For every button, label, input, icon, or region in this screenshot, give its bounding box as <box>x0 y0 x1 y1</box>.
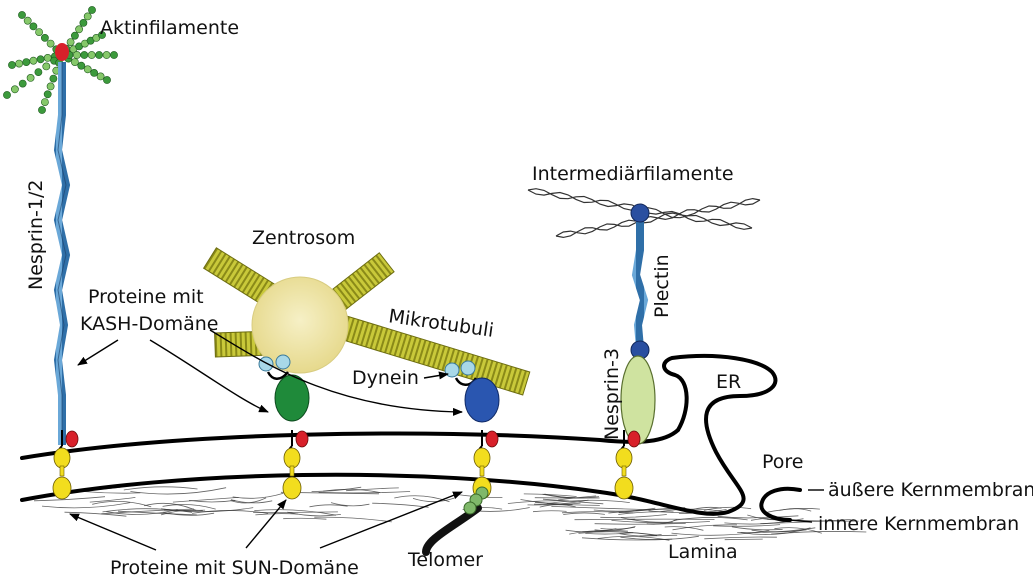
plectin-chain <box>636 218 644 348</box>
actin-bead <box>96 51 103 58</box>
lamina-fiber <box>595 523 686 524</box>
lamina-fiber <box>575 519 636 520</box>
lamina-fiber <box>765 508 820 512</box>
lamina-fiber <box>42 503 130 508</box>
label-intermediarfilamente: Intermediärfilamente <box>532 163 734 185</box>
actin-bead <box>3 91 10 98</box>
label-plectin: Plectin <box>651 254 673 318</box>
actin-bead <box>30 23 37 30</box>
lamina-fiber <box>255 514 298 515</box>
actin-bead <box>44 91 51 98</box>
actin-bead <box>103 51 110 58</box>
label-actin-filaments: Aktinfilamente <box>100 17 239 39</box>
lamina-fiber <box>283 518 326 519</box>
lamina-fiber <box>372 503 428 507</box>
actin-bead <box>71 32 78 39</box>
lamina-fiber <box>665 527 704 531</box>
actin-bead <box>71 59 78 66</box>
actin-bead <box>8 61 15 68</box>
actin-bead <box>103 76 110 83</box>
label-zentrosom: Zentrosom <box>252 227 355 249</box>
label-nesprin-3: Nesprin-3 <box>601 348 623 440</box>
actin-bead <box>18 11 25 18</box>
actin-bead <box>41 34 48 41</box>
nesprin-1-2-chain <box>58 62 66 445</box>
actin-bead <box>43 63 50 70</box>
actin-bead <box>84 13 91 20</box>
lamina-fiber <box>319 492 411 493</box>
actin-bead <box>91 69 98 76</box>
label-kash-line1: Proteine mit <box>88 286 204 308</box>
label-nesprin-1-2: Nesprin-1/2 <box>25 180 47 290</box>
lamina-fiber <box>163 505 216 510</box>
actin-bead <box>16 60 23 67</box>
actin-bead <box>67 39 74 46</box>
actin-bead <box>30 57 37 64</box>
actin-bead <box>110 51 117 58</box>
actin-bead <box>38 106 45 113</box>
actin-bead <box>78 62 85 69</box>
actin-bead <box>47 40 54 47</box>
lamina-fiber <box>124 487 198 490</box>
label-pore: Pore <box>762 451 804 473</box>
lamina-fiber <box>585 533 633 534</box>
lamina-fiber <box>253 512 338 513</box>
lamina-fiber <box>551 506 650 509</box>
sun-kash-complexes <box>53 430 640 499</box>
actin-bead <box>88 6 95 13</box>
actin-bead <box>80 19 87 26</box>
actin-bead <box>36 28 43 35</box>
actin-bead <box>11 86 18 93</box>
actin-binding-red <box>55 43 69 61</box>
lamina-fiber <box>480 508 529 512</box>
actin-bead <box>97 73 104 80</box>
actin-bead <box>35 69 42 76</box>
nuclear-pore-upper <box>761 489 800 520</box>
lamina-fiber <box>704 537 777 539</box>
nesprin-3-body <box>621 356 655 444</box>
actin-bead <box>73 51 80 58</box>
lamina-fiber <box>725 539 763 540</box>
lamina-fiber <box>533 511 567 512</box>
outer-nuclear-membrane <box>22 430 678 458</box>
telomere <box>426 487 488 552</box>
lamina-fiber <box>130 488 226 494</box>
lamina-fiber <box>563 513 605 515</box>
plectin-top-knob <box>631 204 649 222</box>
inner-nuclear-membrane <box>22 475 600 500</box>
actin-bead <box>84 66 91 73</box>
label-sun-proteins: Proteine mit SUN-Domäne <box>110 557 359 578</box>
actin-bead <box>24 17 31 24</box>
actin-bead <box>50 75 57 82</box>
actin-bead <box>23 59 30 66</box>
sun-kash-complex <box>283 430 308 499</box>
label-lamina: Lamina <box>668 541 738 563</box>
label-kash-line2: KASH-Domäne <box>80 313 218 335</box>
actin-bead <box>41 99 48 106</box>
label-er: ER <box>716 371 741 393</box>
label-outer-membrane: äußere Kernmembran <box>828 479 1033 501</box>
intermediate-filament-strand <box>556 200 760 236</box>
label-dynein: Dynein <box>352 367 419 389</box>
actin-bead <box>27 74 34 81</box>
actin-bead <box>88 51 95 58</box>
lamina-fiber <box>233 493 284 498</box>
actin-bead <box>81 51 88 58</box>
lamina-fiber <box>601 527 635 529</box>
lamina-fiber <box>600 515 667 518</box>
actin-bead <box>37 56 44 63</box>
actin-bead <box>76 26 83 33</box>
actin-bead <box>19 80 26 87</box>
label-telomer: Telomer <box>407 549 483 571</box>
actin-bead <box>47 83 54 90</box>
label-inner-membrane: innere Kernmembran <box>818 513 1019 535</box>
